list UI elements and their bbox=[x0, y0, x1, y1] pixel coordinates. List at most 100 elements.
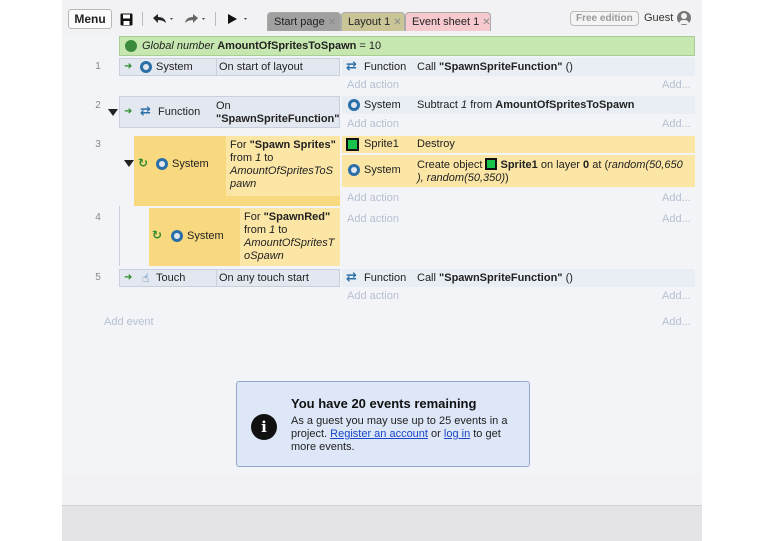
sprite-icon bbox=[485, 158, 498, 170]
add-more-link[interactable]: Add... bbox=[662, 213, 691, 225]
add-more-link[interactable]: Add... bbox=[662, 290, 691, 302]
action-text: Destroy bbox=[417, 138, 455, 150]
condition-line-2: "SpawnSpriteFunction" bbox=[216, 113, 340, 125]
condition-line-4: oSpawn bbox=[244, 250, 284, 262]
tab-label: Layout 1 bbox=[348, 16, 391, 28]
condition-line-2: from 1 to bbox=[230, 152, 274, 164]
guest-label[interactable]: Guest bbox=[644, 12, 674, 24]
action-object: Function bbox=[364, 61, 407, 73]
system-gear-icon bbox=[171, 230, 183, 242]
menu-button[interactable]: Menu bbox=[68, 9, 112, 29]
event-sheet: Global number AmountOfSpritesToSpawn = 1… bbox=[62, 34, 702, 474]
play-icon[interactable] bbox=[222, 9, 254, 29]
action-text: Call "SpawnSpriteFunction" () bbox=[417, 272, 573, 284]
add-action-link[interactable]: Add action bbox=[347, 192, 399, 204]
construct-editor: Menu Start page✕ Layout 1✕ Event sheet 1… bbox=[62, 0, 702, 541]
condition-line-4: pawn bbox=[230, 178, 257, 190]
system-gear-icon bbox=[140, 61, 152, 73]
condition-params: For "Spawn Sprites" from 1 to AmountOfSp… bbox=[226, 136, 340, 196]
system-gear-icon bbox=[348, 164, 360, 176]
event-number: 4 bbox=[95, 212, 101, 223]
event-4-condition[interactable]: ↻ System For "SpawnRed" from 1 to Amount… bbox=[149, 208, 340, 266]
add-action-link[interactable]: Add action bbox=[347, 290, 399, 302]
event-number: 3 bbox=[95, 139, 101, 150]
event-number: 2 bbox=[95, 100, 101, 111]
tab-event-sheet-1[interactable]: Event sheet 1✕ bbox=[405, 12, 491, 31]
touch-icon: ☝ bbox=[142, 271, 150, 285]
sprite-icon bbox=[346, 138, 359, 151]
condition-object: System bbox=[187, 230, 224, 242]
loop-icon: ↻ bbox=[138, 156, 149, 170]
add-more-link[interactable]: Add... bbox=[662, 118, 691, 130]
indent-guide bbox=[119, 206, 120, 266]
collapse-triangle-icon[interactable] bbox=[108, 109, 118, 116]
toolbar-divider bbox=[215, 12, 216, 26]
loop-icon: ↻ bbox=[152, 228, 163, 242]
action-object: System bbox=[364, 99, 401, 111]
trigger-arrow-icon: ➜ bbox=[124, 61, 133, 72]
sub-event-bar bbox=[134, 196, 340, 206]
add-event-link[interactable]: Add event bbox=[104, 316, 154, 328]
global-variable[interactable]: Global number AmountOfSpritesToSpawn = 1… bbox=[119, 36, 695, 56]
function-icon: ⇄ bbox=[346, 58, 357, 73]
action-text: Create object Sprite1 on layer 0 at (ran… bbox=[417, 158, 683, 184]
close-icon[interactable]: ✕ bbox=[482, 17, 491, 28]
event-5-action[interactable]: ⇄ Function Call "SpawnSpriteFunction" () bbox=[342, 269, 695, 287]
events-remaining-notice: i You have 20 events remaining As a gues… bbox=[236, 381, 530, 467]
action-text: Call "SpawnSpriteFunction" () bbox=[417, 61, 573, 73]
condition-line-1: For "Spawn Sprites" bbox=[230, 139, 336, 151]
undo-icon[interactable] bbox=[148, 9, 178, 29]
event-1-action[interactable]: ⇄ Function Call "SpawnSpriteFunction" () bbox=[342, 58, 695, 76]
globe-icon bbox=[125, 40, 137, 52]
action-object: System bbox=[364, 164, 401, 176]
action-text: Subtract 1 from AmountOfSpritesToSpawn bbox=[417, 99, 635, 111]
notice-title: You have 20 events remaining bbox=[291, 396, 477, 411]
condition-object: Function bbox=[158, 106, 201, 118]
close-icon[interactable]: ✕ bbox=[393, 17, 402, 28]
toolbar-divider bbox=[142, 12, 143, 26]
trigger-arrow-icon: ➜ bbox=[124, 106, 133, 117]
action-object: Function bbox=[364, 272, 407, 284]
add-action-link[interactable]: Add action bbox=[347, 213, 399, 225]
notice-body: As a guest you may use up to 25 events i… bbox=[291, 415, 508, 453]
condition-line-3: AmountOfSpritesT bbox=[244, 237, 335, 249]
close-icon[interactable]: ✕ bbox=[327, 17, 337, 28]
condition-line-1: For "SpawnRed" bbox=[244, 211, 331, 223]
tab-layout-1[interactable]: Layout 1✕ bbox=[341, 12, 405, 31]
tab-start-page[interactable]: Start page✕ bbox=[267, 12, 341, 31]
tab-label: Start page bbox=[274, 16, 325, 28]
log-in-link[interactable]: log in bbox=[443, 428, 471, 440]
redo-icon[interactable] bbox=[180, 9, 210, 29]
toolbar: Menu Start page✕ Layout 1✕ Event sheet 1… bbox=[62, 6, 702, 32]
add-more-link[interactable]: Add... bbox=[662, 192, 691, 204]
event-number: 1 bbox=[95, 61, 101, 72]
free-edition-badge[interactable]: Free edition bbox=[570, 11, 639, 26]
system-gear-icon bbox=[156, 158, 168, 170]
add-action-link[interactable]: Add action bbox=[347, 118, 399, 130]
function-icon: ⇄ bbox=[140, 103, 151, 118]
condition-text: On start of layout bbox=[216, 59, 303, 75]
collapse-triangle-icon[interactable] bbox=[124, 160, 134, 167]
function-icon: ⇄ bbox=[346, 269, 357, 284]
trigger-arrow-icon: ➜ bbox=[124, 272, 133, 283]
event-1-condition[interactable]: ➜ System On start of layout bbox=[119, 58, 340, 76]
condition-object: System bbox=[156, 61, 193, 73]
add-more-link[interactable]: Add... bbox=[662, 316, 691, 328]
event-3-action-1[interactable]: Sprite1 Destroy bbox=[342, 136, 695, 153]
event-3-action-2[interactable]: System Create object Sprite1 on layer 0 … bbox=[342, 155, 695, 187]
tab-label: Event sheet 1 bbox=[412, 16, 480, 28]
save-icon[interactable] bbox=[115, 9, 137, 29]
user-avatar-icon[interactable] bbox=[677, 11, 691, 25]
condition-line-3: AmountOfSpritesToS bbox=[230, 165, 333, 177]
event-3-condition[interactable]: ↻ System For "Spawn Sprites" from 1 to A… bbox=[134, 136, 340, 196]
event-5-condition[interactable]: ➜ ☝ Touch On any touch start bbox=[119, 269, 340, 287]
condition-line-1: On bbox=[216, 100, 231, 112]
event-2-condition[interactable]: ➜ ⇄ Function On "SpawnSpriteFunction" bbox=[119, 96, 340, 128]
system-gear-icon bbox=[348, 99, 360, 111]
global-variable-name: AmountOfSpritesToSpawn bbox=[217, 40, 357, 52]
register-account-link[interactable]: Register an account bbox=[330, 428, 428, 440]
add-more-link[interactable]: Add... bbox=[662, 79, 691, 91]
global-variable-value: = 10 bbox=[356, 40, 382, 52]
event-2-action[interactable]: System Subtract 1 from AmountOfSpritesTo… bbox=[342, 96, 695, 114]
add-action-link[interactable]: Add action bbox=[347, 79, 399, 91]
